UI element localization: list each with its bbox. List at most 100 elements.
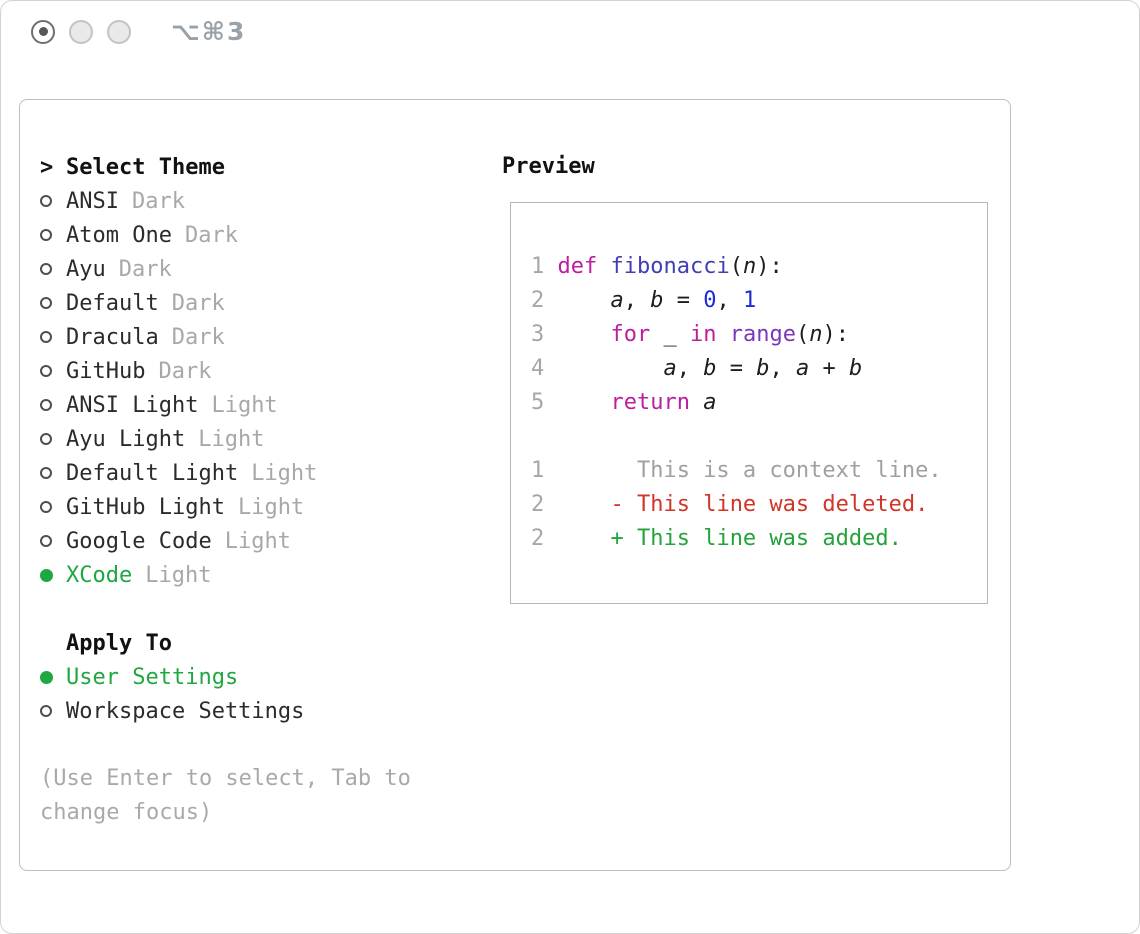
theme-option-ayu-light[interactable]: Ayu Light Light (40, 422, 490, 456)
theme-name: Ayu Light (66, 426, 186, 452)
code-line: 1 This is a context line. (531, 454, 987, 488)
line-number: 5 (531, 390, 545, 415)
theme-name: Default (66, 290, 159, 316)
theme-variant-label: Light (198, 426, 265, 452)
code-line: 1 def fibonacci(n): (531, 250, 987, 284)
cursor-prefix: > (40, 154, 54, 180)
code-segment: n (809, 322, 823, 347)
code-segment: + This line was added. (610, 526, 902, 551)
code-segment: , (676, 356, 704, 381)
radio-icon (40, 501, 52, 513)
code-segment (544, 492, 610, 517)
code-line: 2 - This line was deleted. (531, 488, 987, 522)
titlebar: ⌥⌘3 (31, 17, 246, 46)
radio-icon (40, 399, 52, 411)
code-segment: in (689, 322, 717, 347)
code-segment: a (663, 356, 677, 381)
radio-icon (40, 297, 52, 309)
code-segment: fibonacci (610, 254, 730, 279)
theme-variant-label: Dark (171, 324, 225, 350)
code-segment: a (703, 390, 717, 415)
code-line: 4 a, b = b, a + b (531, 352, 987, 386)
code-segment: 0 (703, 288, 717, 313)
theme-name: XCode (66, 562, 133, 588)
code-segment: range (729, 322, 796, 347)
theme-option-ayu[interactable]: Ayu Dark (40, 252, 490, 286)
radio-icon (40, 365, 52, 377)
theme-option-google-code[interactable]: Google Code Light (40, 524, 490, 558)
theme-variant-label: Light (224, 528, 291, 554)
radio-icon (40, 195, 52, 207)
theme-variant-label: Light (211, 392, 278, 418)
hint-text: (Use Enter to select, Tab to change focu… (40, 766, 411, 825)
code-segment: 1 (742, 288, 757, 313)
code-segment: _ (650, 322, 690, 347)
apply-to-title: Apply To (66, 630, 172, 656)
code-segment: - This line was deleted. (610, 492, 929, 517)
code-line: 3 for _ in range(n): (531, 318, 987, 352)
theme-option-github[interactable]: GitHub Dark (40, 354, 490, 388)
code-segment: ( (795, 322, 810, 347)
theme-name: GitHub Light (66, 494, 225, 520)
code-line: 2 + This line was added. (531, 522, 987, 556)
theme-variant-label: Dark (158, 358, 212, 384)
traffic-light-minimize-button[interactable] (69, 19, 93, 44)
theme-variant-label: Dark (184, 222, 238, 248)
theme-name: Google Code (66, 528, 212, 554)
preview-title: Preview (502, 154, 595, 179)
theme-variant-label: Light (237, 494, 305, 520)
diff-lines: 1 This is a context line.2 - This line w… (531, 454, 987, 556)
code-line: 2 a, b = 0, 1 (531, 284, 987, 318)
traffic-light-dot-icon (38, 27, 48, 36)
theme-name: GitHub (66, 358, 146, 384)
code-segment: = (663, 288, 704, 313)
radio-icon (40, 331, 52, 343)
code-segment (544, 526, 610, 551)
theme-name: ANSI (66, 188, 119, 214)
radio-icon (40, 433, 52, 445)
code-segment: b (650, 288, 664, 313)
select-theme-title: Select Theme (66, 154, 225, 180)
apply-option-workspace-settings[interactable]: Workspace Settings (40, 694, 490, 728)
radio-selected-icon (40, 568, 53, 582)
radio-icon (40, 263, 52, 275)
line-number: 2 (531, 526, 545, 551)
traffic-light-zoom-button[interactable] (107, 19, 131, 44)
apply-option-user-settings[interactable]: User Settings (40, 660, 490, 694)
apply-name: Workspace Settings (66, 698, 305, 724)
line-number: 2 (531, 288, 545, 313)
code-segment: a (610, 288, 624, 313)
radio-icon (40, 535, 52, 547)
traffic-light-close-button[interactable] (31, 19, 55, 44)
code-segment: b (756, 356, 770, 381)
code-segment: , (716, 288, 743, 313)
theme-name: Ayu (66, 256, 106, 282)
theme-option-github-light[interactable]: GitHub Light Light (40, 490, 490, 524)
apply-name: User Settings (66, 664, 239, 690)
theme-variant-label: Dark (118, 256, 172, 282)
theme-variant-label: Dark (171, 290, 225, 316)
line-number: 3 (531, 322, 545, 347)
theme-option-default[interactable]: Default Dark (40, 286, 490, 320)
code-segment: b (848, 356, 863, 381)
code-segment: ): (822, 322, 849, 347)
code-segment: return (610, 390, 690, 415)
code-segment: , (769, 356, 796, 381)
select-theme-header: > Select Theme (40, 150, 490, 184)
keyboard-shortcut-label: ⌥⌘3 (171, 17, 247, 46)
code-segment: = (716, 356, 757, 381)
code-segment (544, 288, 610, 313)
code-line: 5 return a (531, 386, 987, 420)
code-segment: for (610, 322, 651, 347)
